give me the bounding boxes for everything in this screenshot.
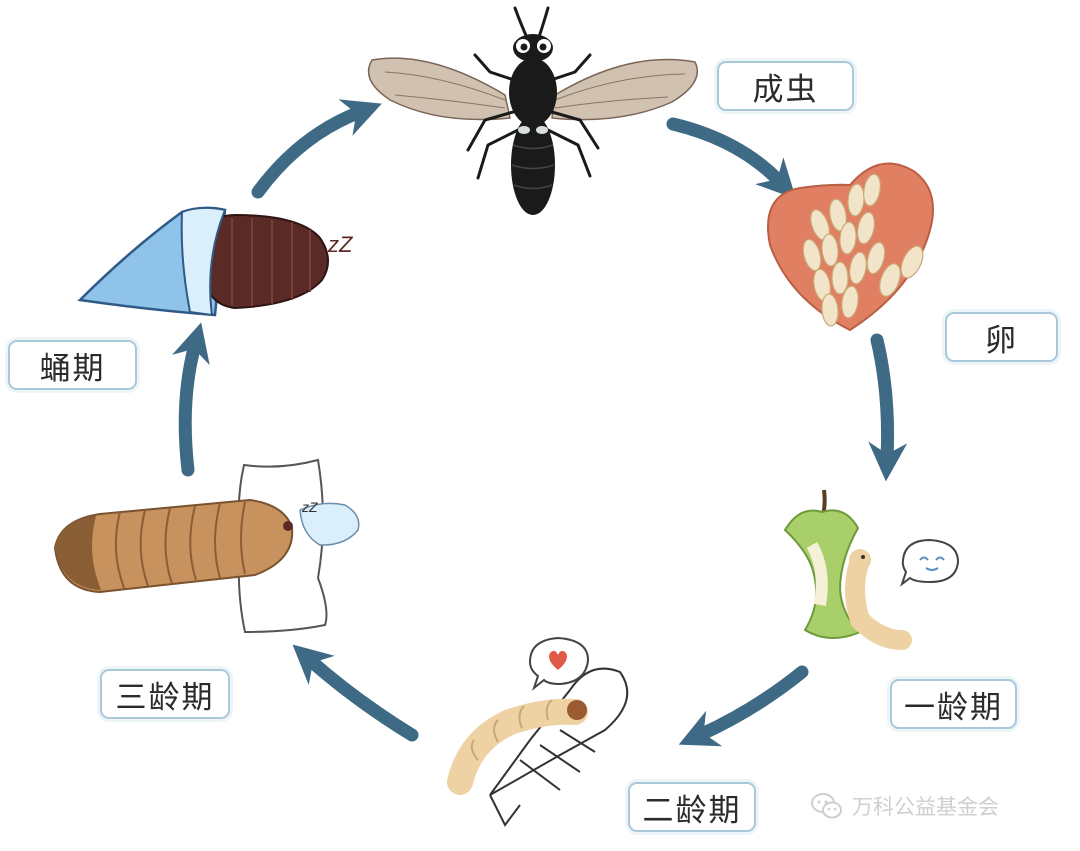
arrow-pupa-to-adult [251, 99, 382, 199]
instar3-sleep-text: zZ [301, 499, 318, 515]
stage-label-instar1: 一龄期 [890, 679, 1017, 729]
pupa-blanket-illustration [77, 206, 329, 317]
instar3-larva-pillow-illustration [53, 458, 360, 634]
instar1-apple-larva-illustration [783, 489, 960, 650]
adult-fly-illustration [367, 6, 699, 215]
stage-label-instar3: 三龄期 [100, 669, 230, 719]
arrow-instar1-to-instar2 [678, 665, 809, 747]
instar2-fishbone-larva-illustration [447, 636, 629, 827]
arrow-adult-to-egg [666, 117, 797, 199]
cycle-arrows [172, 99, 908, 747]
watermark: 万科公益基金会 [810, 788, 1072, 824]
pupa-sleep-text: zZ [327, 232, 354, 257]
egg-cluster-illustration [767, 162, 934, 332]
arrow-instar3-to-pupa [172, 322, 210, 477]
watermark-text: 万科公益基金会 [852, 795, 999, 819]
wechat-icon [811, 793, 842, 819]
stage-label-pupa: 蛹期 [8, 340, 137, 390]
arrow-egg-to-instar1 [868, 333, 908, 482]
arrow-instar2-to-instar3 [292, 644, 419, 742]
stage-label-instar2: 二龄期 [628, 782, 756, 832]
stage-label-adult: 成虫 [717, 61, 854, 111]
stage-label-egg: 卵 [945, 312, 1058, 362]
